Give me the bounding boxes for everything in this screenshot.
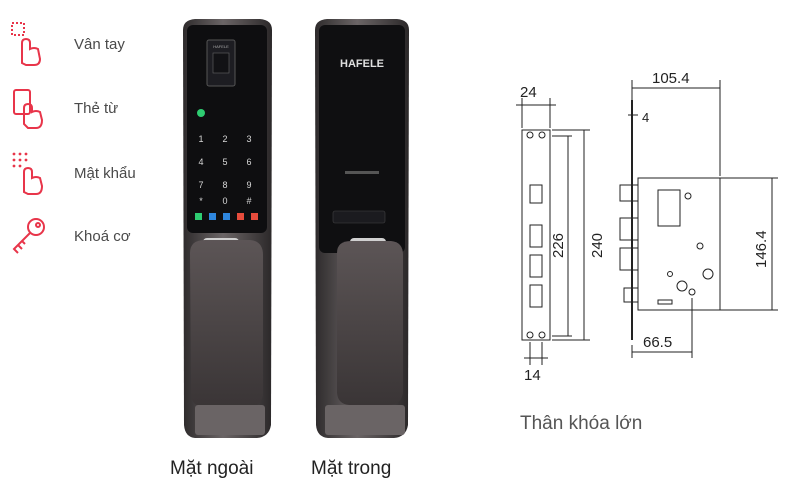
key[interactable]: 8: [222, 180, 227, 190]
feature-password: Mật khẩu: [0, 147, 136, 199]
key[interactable]: 4: [198, 157, 203, 167]
lock-outer-face: HAFELE 1 2 3 4 5 6 7 8 9 * 0 #: [183, 19, 272, 438]
key[interactable]: #: [246, 196, 251, 206]
lock-body: [637, 177, 721, 311]
feature-label: Khoá cơ: [74, 227, 131, 245]
card-swipe-icon: [0, 82, 56, 134]
brand-small: HAFELE: [213, 44, 229, 49]
key[interactable]: 9: [246, 180, 251, 190]
key[interactable]: 1: [198, 134, 203, 144]
dim-240: 240: [589, 233, 606, 258]
dim-24: 24: [520, 84, 537, 101]
key[interactable]: 3: [246, 134, 251, 144]
dim-226: 226: [550, 233, 567, 258]
status-led: [197, 109, 205, 117]
feature-label: Thẻ từ: [74, 99, 119, 117]
key[interactable]: 2: [222, 134, 227, 144]
feature-label: Vân tay: [74, 35, 125, 53]
inner-handle[interactable]: [337, 241, 403, 405]
fingerprint-touch-icon: [0, 18, 56, 70]
feature-label: Mật khẩu: [74, 164, 136, 182]
key[interactable]: 0: [222, 196, 227, 206]
feature-card: Thẻ từ: [0, 82, 118, 134]
brand-logo: HAFELE: [340, 58, 384, 70]
keypad: 1 2 3 4 5 6 7 8 9 * 0 #: [198, 134, 251, 206]
key-icon: [0, 210, 56, 262]
function-icons: [195, 213, 258, 220]
key[interactable]: 6: [246, 157, 251, 167]
drawing-caption: Thân khóa lớn: [520, 413, 643, 434]
feature-fingerprint: Vân tay: [0, 18, 125, 70]
dim-4: 4: [642, 110, 649, 125]
key[interactable]: 7: [198, 180, 203, 190]
dim-146: 146.4: [753, 230, 770, 268]
dim-14: 14: [524, 367, 541, 384]
outer-handle[interactable]: [190, 240, 263, 407]
mortise-dimension-drawing: 24 105.4 4 226 240 146.4 66.5 14: [516, 70, 778, 384]
caption-outer: Mặt ngoài: [170, 458, 254, 479]
dim-66: 66.5: [643, 334, 672, 351]
keypad-touch-icon: [0, 147, 56, 199]
face-plate: [521, 129, 551, 341]
dim-105: 105.4: [652, 70, 690, 87]
feature-key: Khoá cơ: [0, 210, 131, 262]
lock-inner-face: HAFELE: [315, 19, 409, 438]
caption-inner: Mặt trong: [311, 458, 392, 479]
key[interactable]: 5: [222, 157, 227, 167]
door-lock-illustration: HAFELE 1 2 3 4 5 6 7 8 9 * 0 #: [183, 19, 409, 438]
key[interactable]: *: [199, 196, 203, 206]
